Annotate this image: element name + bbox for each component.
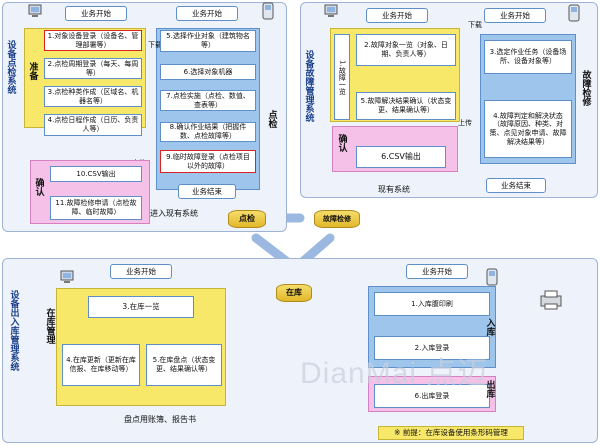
fault-confirm-label: 确认	[336, 134, 347, 152]
computer-icon	[60, 270, 74, 284]
inspection-start-right: 业务开始	[176, 6, 238, 21]
inspection-step-7[interactable]: 7.点检实施（点检、数值、查表等）	[160, 90, 256, 111]
handheld-terminal-icon	[568, 4, 580, 22]
fault-step-6[interactable]: 6.CSV输出	[356, 146, 446, 168]
inspection-enter-system: 进入现有系统	[150, 209, 198, 218]
inspection-step-11[interactable]: 11.故障检修申请（点检故障、临时故障）	[50, 196, 142, 220]
inspection-step-1[interactable]: 1.对象设备登录（设备名、管理部署等）	[44, 30, 142, 51]
fault-step-3[interactable]: 3.选定作业任务（设备场所、设备对象等）	[484, 40, 572, 74]
warehouse-step-5[interactable]: 5.在库盘点（状态变更、结果确认等）	[146, 344, 222, 386]
inspection-step-10[interactable]: 10.CSV输出	[50, 166, 142, 182]
warehouse-in-label: 入库	[484, 318, 495, 336]
fault-repair-label: 故障检修	[580, 70, 591, 106]
fault-step-2[interactable]: 2.故障对象一览（对象、日期、负责人等）	[356, 34, 456, 66]
fault-start-left: 业务开始	[366, 8, 428, 23]
warehouse-database-icon: 在库	[276, 284, 312, 302]
inspection-prep-label: 准备	[27, 62, 38, 80]
fault-enter-system: 现有系统	[378, 185, 410, 194]
inspection-end: 业务结束	[178, 184, 236, 199]
inspection-step-9[interactable]: 9.临时故障登录（点检项目以外的故障）	[160, 150, 256, 173]
warehouse-start-right: 业务开始	[406, 264, 468, 279]
printer-icon	[538, 290, 564, 310]
handheld-terminal-icon	[262, 2, 274, 20]
inspection-download-label: 下载	[148, 41, 162, 49]
inspection-start-left: 业务开始	[65, 6, 127, 21]
warehouse-step-2[interactable]: 2.入库登录	[374, 336, 490, 360]
handheld-terminal-icon	[486, 268, 498, 286]
inspection-step-4[interactable]: 4.点检日程作成（日历、负责人等）	[44, 114, 142, 136]
inspection-database-icon: 点检	[228, 210, 266, 228]
inspection-step-8[interactable]: 8.确认作业结果（把握件数、点检故障等）	[160, 122, 256, 142]
watermark: DianMai 点迈	[300, 357, 489, 390]
inspection-step-6[interactable]: 6.选择对象机器	[160, 64, 256, 80]
warehouse-out-label: 出库	[484, 380, 495, 398]
fault-upload-label: 上传	[458, 119, 472, 127]
warehouse-step-1[interactable]: 1.入库腹印刷	[374, 292, 490, 316]
fault-step-5[interactable]: 5.故障解决结果确认（状态变更、结果确认等）	[356, 92, 456, 120]
inspection-confirm-label: 确认	[33, 178, 44, 196]
warehouse-stock-label: 在库管理	[44, 308, 55, 344]
warehouse-step-4[interactable]: 4.在库更新（更新在库信报、在库移动等）	[62, 344, 140, 386]
computer-icon	[324, 4, 338, 18]
inspection-inspect-label: 点检	[266, 110, 277, 128]
warehouse-output: 盘点用账簿、报告书	[124, 415, 196, 424]
inspection-step-5[interactable]: 5.选择作业对象（建筑物名等）	[160, 30, 256, 52]
warehouse-system-title: 设备出入库管理系统	[8, 290, 19, 371]
computer-icon	[28, 4, 42, 18]
warehouse-note: ※ 前提：在库设备使用条形码管理	[378, 426, 524, 440]
fault-database-icon: 故障检修	[314, 210, 360, 228]
warehouse-start-left: 业务开始	[110, 264, 172, 279]
inspection-step-3[interactable]: 3.点检种类作成（区域名、机器名等）	[44, 86, 142, 107]
fault-end: 业务结束	[486, 178, 546, 193]
fault-system-title: 设备故障管理系统	[303, 50, 314, 122]
warehouse-step-3[interactable]: 3.在库一览	[88, 296, 194, 318]
fault-step-1[interactable]: 1.故障一览	[334, 34, 350, 120]
fault-download-label: 下载	[468, 21, 482, 29]
warehouse-step-6[interactable]: 6.出库登录	[374, 384, 490, 408]
fault-step-4[interactable]: 4.故障判定和解决状态（故障原因、种类、对策、点见对象申请、故障解决结果等）	[484, 100, 572, 158]
inspection-system-title: 设备点检系统	[5, 40, 16, 94]
fault-start-right: 业务开始	[484, 8, 546, 23]
inspection-step-2[interactable]: 2.点检周期登录（每天、每周等）	[44, 58, 142, 79]
